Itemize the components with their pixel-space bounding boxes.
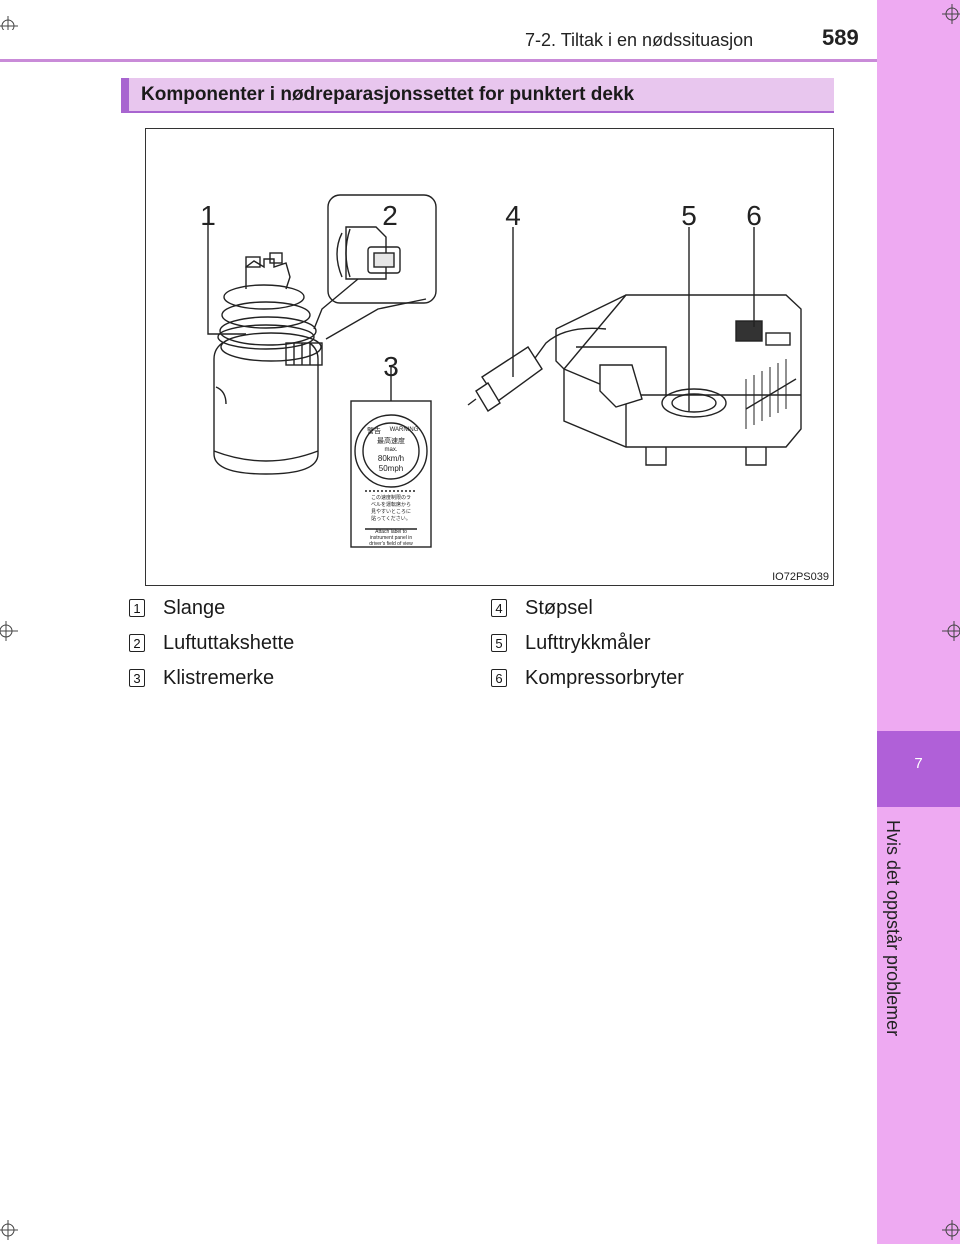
chapter-title-container: Hvis det oppstår problemer <box>878 820 908 1120</box>
sticker-note-jp4: 貼ってください。 <box>371 515 411 522</box>
registration-mark-icon <box>0 621 18 641</box>
legend-number-badge: 3 <box>129 669 145 687</box>
page-number: 589 <box>822 25 859 50</box>
section-rule <box>121 111 834 113</box>
legend-item: 2 Luftuttakshette <box>129 630 294 656</box>
sticker-warning-jp: 警告 <box>367 426 381 435</box>
legend-number-badge: 1 <box>129 599 145 617</box>
registration-mark-icon <box>0 1220 18 1240</box>
registration-mark-icon <box>942 621 960 641</box>
sticker-max: max. <box>384 447 397 453</box>
sidebar <box>877 0 960 1244</box>
callout-2: 2 <box>382 200 398 231</box>
legend-label: Luftuttakshette <box>163 631 295 654</box>
power-plug <box>467 327 607 412</box>
legend-item: 4 Støpsel <box>491 595 593 621</box>
legend-number-badge: 4 <box>491 599 507 617</box>
legend-label: Slange <box>163 596 226 619</box>
section-title: Komponenter i nødreparasjonssettet for p… <box>141 84 635 105</box>
callout-line-1 <box>207 225 246 335</box>
sticker-mph: 50mph <box>379 464 403 473</box>
legend-item: 5 Lufttrykkmåler <box>491 630 651 656</box>
sticker-kmh: 80km/h <box>378 454 404 463</box>
sealant-bottle <box>213 252 323 475</box>
figure-illustration: 1 2 3 4 5 6 警告 WARNING 最高速度 max. 80km/h … <box>200 194 802 548</box>
sticker-warning-en: WARNING <box>390 427 419 433</box>
legend-item: 6 Kompressorbryter <box>491 665 684 691</box>
sticker-note-jp1: この速度制限のラ <box>371 494 411 501</box>
warning-sticker <box>350 400 432 548</box>
header-rule <box>0 59 877 62</box>
compressor <box>555 294 802 466</box>
legend-label: Klistremerke <box>163 666 275 689</box>
sticker-note-en1: Attach label to <box>375 529 407 535</box>
chapter-number: 7 <box>914 755 923 772</box>
legend-number-badge: 2 <box>129 634 145 652</box>
sticker-speed-jp: 最高速度 <box>377 436 405 445</box>
legend-label: Kompressorbryter <box>525 666 684 689</box>
legend-label: Lufttrykkmåler <box>525 631 651 654</box>
legend-number-badge: 5 <box>491 634 507 652</box>
sticker-note-jp3: 見やすいところに <box>371 508 411 515</box>
registration-mark-icon <box>942 4 960 24</box>
chapter-title: Hvis det oppstår problemer <box>883 820 903 1037</box>
callout-1: 1 <box>200 200 216 231</box>
legend-label: Støpsel <box>525 596 593 619</box>
figure: 1 2 3 4 5 6 警告 WARNING 最高速度 max. 80km/h … <box>145 128 834 586</box>
magnified-cap <box>313 194 437 340</box>
figure-id: IO72PS039 <box>772 571 829 583</box>
registration-mark-icon <box>942 1220 960 1240</box>
legend-item: 1 Slange <box>129 595 225 621</box>
legend-item: 3 Klistremerke <box>129 665 274 691</box>
callout-4: 4 <box>505 200 521 231</box>
callout-3: 3 <box>383 351 399 382</box>
header-section: 7-2. Tiltak i en nødssituasjon <box>525 30 754 50</box>
section-title-box: Komponenter i nødreparasjonssettet for p… <box>121 78 834 112</box>
sticker-note-en2: instrument panel in <box>370 535 412 541</box>
registration-mark-icon <box>0 16 18 30</box>
callout-6: 6 <box>746 200 762 231</box>
callout-5: 5 <box>681 200 697 231</box>
legend-number-badge: 6 <box>491 669 507 687</box>
sticker-note-jp2: ベルを運転席から <box>371 501 411 508</box>
sticker-note-en3: driver's field of view <box>369 541 413 547</box>
chapter-tab[interactable]: 7 <box>877 731 960 807</box>
